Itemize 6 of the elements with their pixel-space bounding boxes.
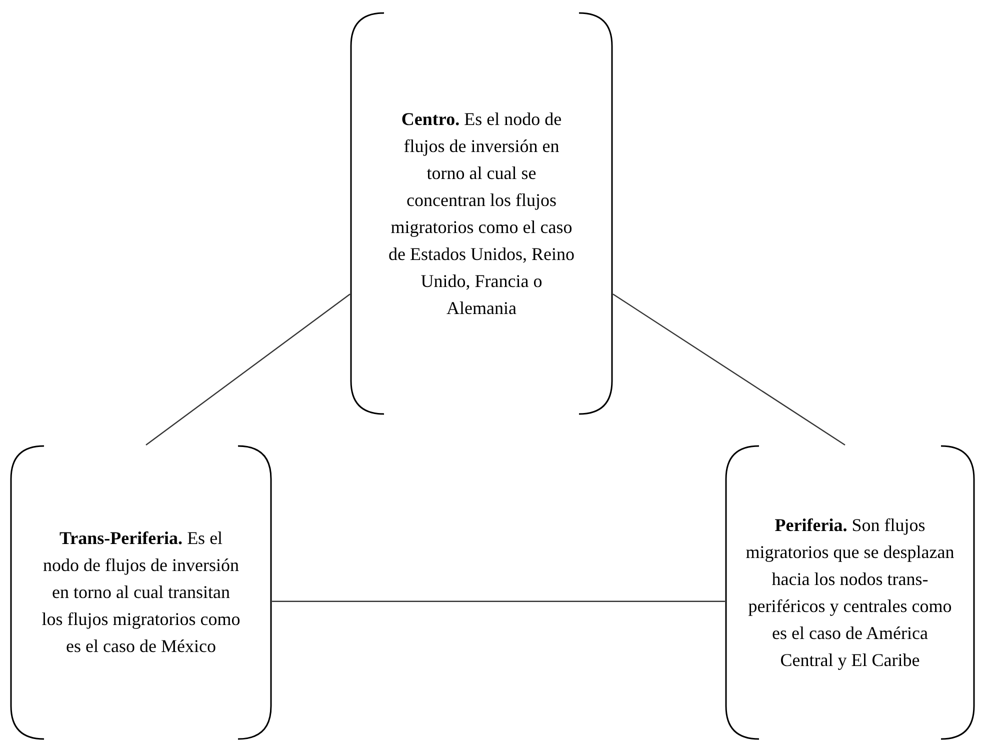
node-text: Trans-Periferia. Es el nodo de flujos de inversión en torno al cual transitan los flujos migratorios como es el caso de México [40,527,242,658]
connector-line [612,294,846,446]
node-text: Periferia. Son flujos migratorios que se desplazan hacia los nodos trans-periféricos y centrales como es el caso de América Central y El Caribe [745,514,955,672]
node-text: Centro. Es el nodo de flujos de inversión en torno al cual se concentran los flujos migratorios como el caso de Estados Unidos, Reino Unido, Francia o Alemania [388,108,575,320]
connector-line [146,294,350,446]
connector-line [272,600,725,602]
